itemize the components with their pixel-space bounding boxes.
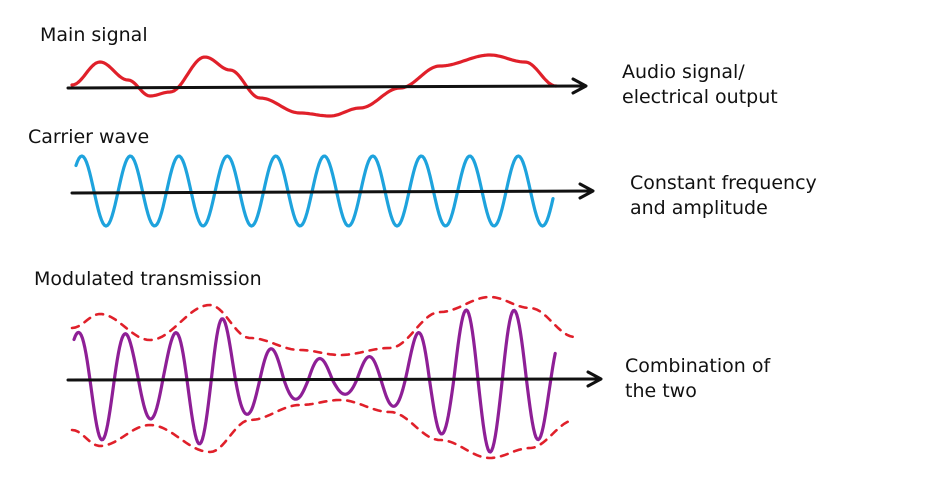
modulated-description-line-1: Combination of xyxy=(625,355,771,377)
main-signal-wave xyxy=(70,53,558,118)
carrier-wave-description-line-1: Constant frequency xyxy=(630,172,817,194)
modulated-description-line-2: the two xyxy=(625,380,697,402)
main-signal-arrowhead xyxy=(571,77,588,95)
carrier-wave-arrowhead xyxy=(578,182,595,200)
modulated-axis xyxy=(66,377,602,382)
carrier-wave-panel: Carrier wave Constant frequency and ampl… xyxy=(28,126,817,228)
carrier-wave-title: Carrier wave xyxy=(28,126,149,148)
main-signal-axis xyxy=(66,84,587,90)
main-signal-description-line-1: Audio signal/ xyxy=(622,61,745,83)
carrier-wave-axis xyxy=(70,189,594,195)
modulated-transmission-title: Modulated transmission xyxy=(34,268,262,290)
carrier-wave-description-line-2: and amplitude xyxy=(630,197,768,219)
modulated-wave-line xyxy=(72,308,557,454)
main-signal-description-line-2: electrical output xyxy=(622,86,778,108)
lower-envelope-dashed xyxy=(70,398,575,460)
carrier-wave-line xyxy=(74,154,555,228)
modulated-arrowhead xyxy=(586,370,603,388)
upper-envelope-dashed xyxy=(70,295,575,357)
main-signal-panel: Main signal Audio signal/ electrical out… xyxy=(40,24,778,118)
modulated-transmission-panel: Modulated transmission Combination of th… xyxy=(34,268,771,460)
main-signal-title: Main signal xyxy=(40,24,148,46)
